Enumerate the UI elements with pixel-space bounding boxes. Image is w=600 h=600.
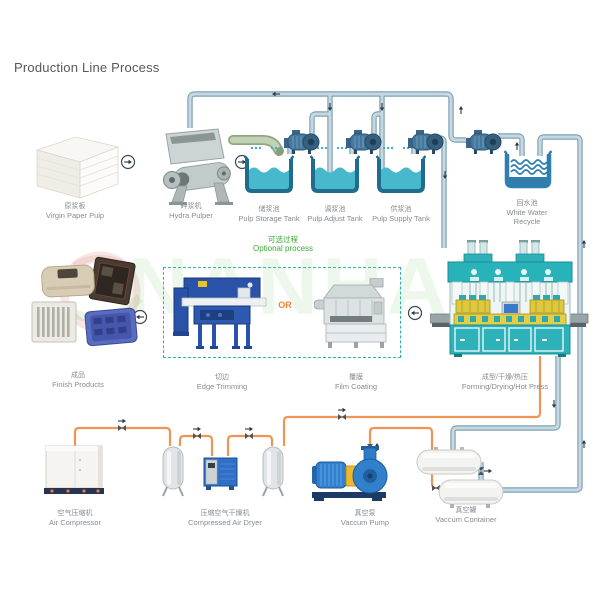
optional-process-label-en: Optional process	[252, 244, 314, 253]
label-vacuum-container: 真空罐 Vaccum Container	[435, 507, 497, 524]
virgin-paper-pulp-graphic	[35, 136, 120, 199]
or-label: OR	[278, 300, 292, 310]
label-vacuum-pump: 真空泵 Vaccum Pump	[340, 510, 390, 527]
label-edge-trimming: 切边 Edge Trimming	[196, 374, 248, 391]
edge-trimming-graphic	[173, 277, 267, 349]
label-film-coating: 覆膜 Film Coating	[334, 374, 378, 391]
vacuum-pump-graphic	[312, 446, 388, 501]
air-compressor-graphic	[44, 445, 104, 494]
pulp-adjust-tank-graphic	[310, 155, 360, 193]
white-water-recycle-graphic	[504, 150, 552, 189]
air-dryer-unit-graphic	[203, 457, 238, 490]
label-white-water-recycle: 回水池 White Water Recycle	[506, 200, 548, 226]
label-finish-products: 成品 Finish Products	[52, 372, 104, 389]
vacuum-tank-graphic	[438, 479, 504, 508]
circle-arrow-left-icon	[407, 305, 423, 321]
label-forming-drying-hot-press: 成型/干燥/热压 Forming/Drying/Hot Press	[461, 374, 549, 391]
hydra-pulper-graphic	[163, 128, 233, 205]
air-receiver-tank-graphic	[262, 446, 284, 497]
label-pulp-supply-tank: 供浆池 Pulp Supply Tank	[372, 206, 430, 223]
label-pulp-adjust-tank: 调浆池 Pulp Adjust Tank	[307, 206, 363, 223]
finish-products-graphic	[31, 256, 138, 347]
label-hydra-pulper: 碎浆机 Hydra Pulper	[169, 203, 213, 220]
white-water-pump-graphic	[466, 130, 502, 154]
transfer-pump-graphic	[408, 130, 444, 154]
film-coating-graphic	[314, 278, 387, 348]
pulper-chute	[228, 135, 284, 156]
forming-machine-graphic	[430, 240, 589, 357]
label-pulp-storage-tank: 储浆池 Pulp Storage Tank	[238, 206, 300, 223]
label-compressed-air-dryer: 压缩空气干燥机 Compressed Air Dryer	[188, 510, 262, 527]
optional-process-label-zh: 可选过程	[268, 235, 298, 244]
circle-arrow-right-icon	[120, 154, 136, 170]
air-receiver-tank-graphic	[162, 446, 184, 497]
pulp-storage-tank-graphic	[244, 155, 294, 193]
optional-process-box	[163, 267, 401, 358]
pulp-supply-tank-graphic	[376, 155, 426, 193]
transfer-pump-graphic	[284, 130, 320, 154]
label-air-compressor: 空气压缩机 Air Compressor	[48, 510, 102, 527]
page-title: Production Line Process	[14, 60, 160, 75]
optional-process-label: 可选过程 Optional process	[233, 235, 333, 254]
vacuum-tank-graphic	[416, 447, 482, 475]
circle-arrow-icons	[120, 154, 423, 325]
transfer-pump-graphic	[346, 130, 382, 154]
label-virgin-paper-pulp: 原浆板 Virgin Paper Pulp	[45, 203, 105, 220]
